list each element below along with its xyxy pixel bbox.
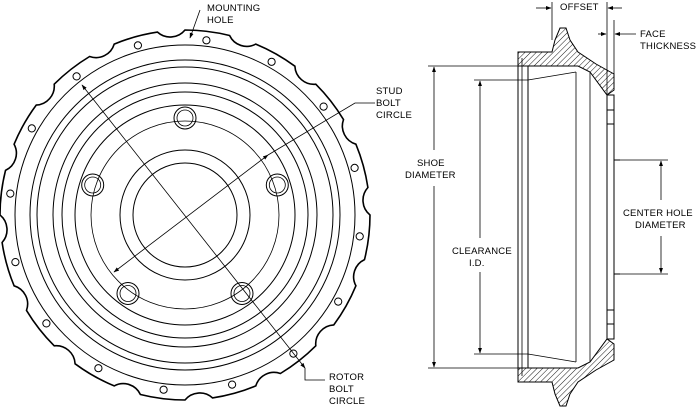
face-thickness-label-line1: FACE xyxy=(640,29,666,40)
stud-hole-2-inner xyxy=(268,176,286,194)
mounting-holes xyxy=(6,36,364,394)
hub-ring xyxy=(119,149,251,281)
mounting-hole-2 xyxy=(267,57,276,66)
mounting-hole-12 xyxy=(11,258,20,267)
stud-bolt-circle-dimension-line xyxy=(113,154,269,273)
drum-scalloped-outline xyxy=(0,29,371,401)
mounting-hole-label-line2: HOLE xyxy=(207,15,234,26)
drum-ring-4 xyxy=(52,82,318,348)
mounting-hole-11 xyxy=(42,319,51,328)
mounting-hole-label-line1: MOUNTING xyxy=(207,3,260,14)
rotor-bolt-circle-label-line3: CIRCLE xyxy=(329,396,365,407)
center-hole-label-line1: CENTER HOLE xyxy=(623,208,693,219)
clearance-label-line1: CLEARANCE xyxy=(452,246,512,257)
mounting-hole-9 xyxy=(159,385,168,394)
stud-bolt-circle-leader xyxy=(267,102,375,156)
drum-outer-ring xyxy=(14,44,356,386)
mounting-hole-8 xyxy=(228,380,237,389)
mounting-hole-13 xyxy=(6,189,15,198)
offset-label: OFFSET xyxy=(560,2,599,13)
mounting-hole-5 xyxy=(355,232,364,241)
mounting-hole-1 xyxy=(202,36,211,45)
mounting-hole-leader xyxy=(189,9,201,39)
drum-taper-line-bottom xyxy=(527,353,577,363)
mounting-hole-3 xyxy=(319,102,328,111)
mounting-hole-10 xyxy=(94,364,103,373)
drum-mounting-face xyxy=(606,94,615,340)
face-thickness-label-line2: THICKNESS xyxy=(640,41,696,52)
stud-bolt-circle-label-line3: CIRCLE xyxy=(376,110,412,121)
drum-ring-6 xyxy=(74,104,296,326)
shoe-diameter-label-line1: SHOE xyxy=(417,158,445,169)
drum-taper-line-top xyxy=(527,71,577,81)
stud-bolt-circle-label-line2: BOLT xyxy=(376,98,401,109)
center-hole-label-line2: DIAMETER xyxy=(635,220,686,231)
mounting-hole-4 xyxy=(350,163,359,172)
drum-section-bottom-wall xyxy=(517,338,615,407)
stud-bolt-circle-label-line1: STUD xyxy=(376,86,403,97)
stud-hole-1-inner xyxy=(176,109,194,127)
shoe-diameter-label-line2: DIAMETER xyxy=(405,170,456,181)
drum-face-notch-top xyxy=(606,109,615,125)
center-hole xyxy=(132,162,238,268)
drum-face-notch-bottom xyxy=(606,309,615,325)
rotor-bolt-circle-leader xyxy=(304,368,325,381)
drum-section-view: OFFSET FACE THICKNESS SHOE DIAMETER CLEA… xyxy=(405,2,696,407)
drum-ring-7 xyxy=(90,120,280,310)
drum-front-view: MOUNTING HOLE STUD BOLT CIRCLE ROTOR BOL… xyxy=(0,3,412,407)
stud-hole-5-inner xyxy=(84,176,102,194)
clearance-label-line2: I.D. xyxy=(469,258,485,269)
drum-section-top-wall xyxy=(517,27,615,96)
mounting-hole-15 xyxy=(72,72,81,81)
mounting-hole-6 xyxy=(334,297,343,306)
mounting-hole-14 xyxy=(27,124,36,133)
drum-ring-3 xyxy=(36,66,334,364)
rotor-bolt-circle-label-line2: BOLT xyxy=(329,384,354,395)
rotor-bolt-circle-label-line1: ROTOR xyxy=(329,372,364,383)
mounting-hole-16 xyxy=(133,41,142,50)
drum-ring-2 xyxy=(29,59,341,371)
